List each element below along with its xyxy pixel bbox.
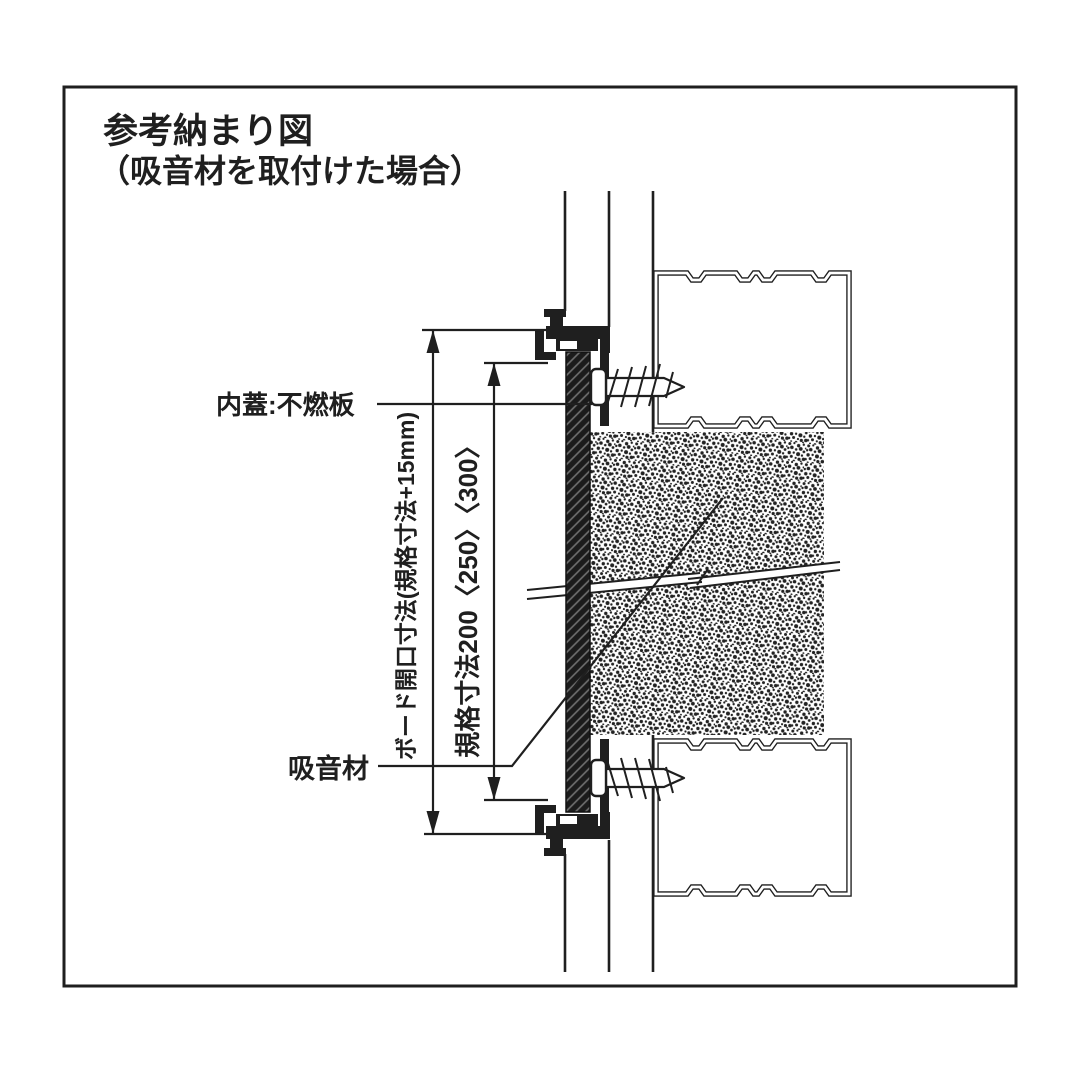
wall-board-lines <box>563 191 655 972</box>
figure-border <box>62 85 1018 988</box>
label-inner-lid: 内蓋:不燃板 <box>216 390 355 420</box>
dimension-arrows <box>426 330 501 834</box>
dimension-extension-lines <box>422 328 548 836</box>
steel-stud-bottom <box>656 741 849 894</box>
dimension-lines <box>431 330 496 834</box>
inner-lid-board <box>565 351 591 813</box>
label-sound-absorber: 吸音材 <box>288 753 369 784</box>
dim-label-standard-size: 規格寸法200〈250〉〈300〉 <box>453 432 483 757</box>
dim-label-board-opening: ボード開口寸法(規格寸法+15mm) <box>393 412 419 760</box>
leader-sound-absorber <box>378 497 724 768</box>
diagram-title-line2: （吸音材を取付けた場合） <box>98 153 482 189</box>
steel-stud-top <box>656 273 849 426</box>
diagram-title-line1: 参考納まり図 <box>103 112 313 151</box>
